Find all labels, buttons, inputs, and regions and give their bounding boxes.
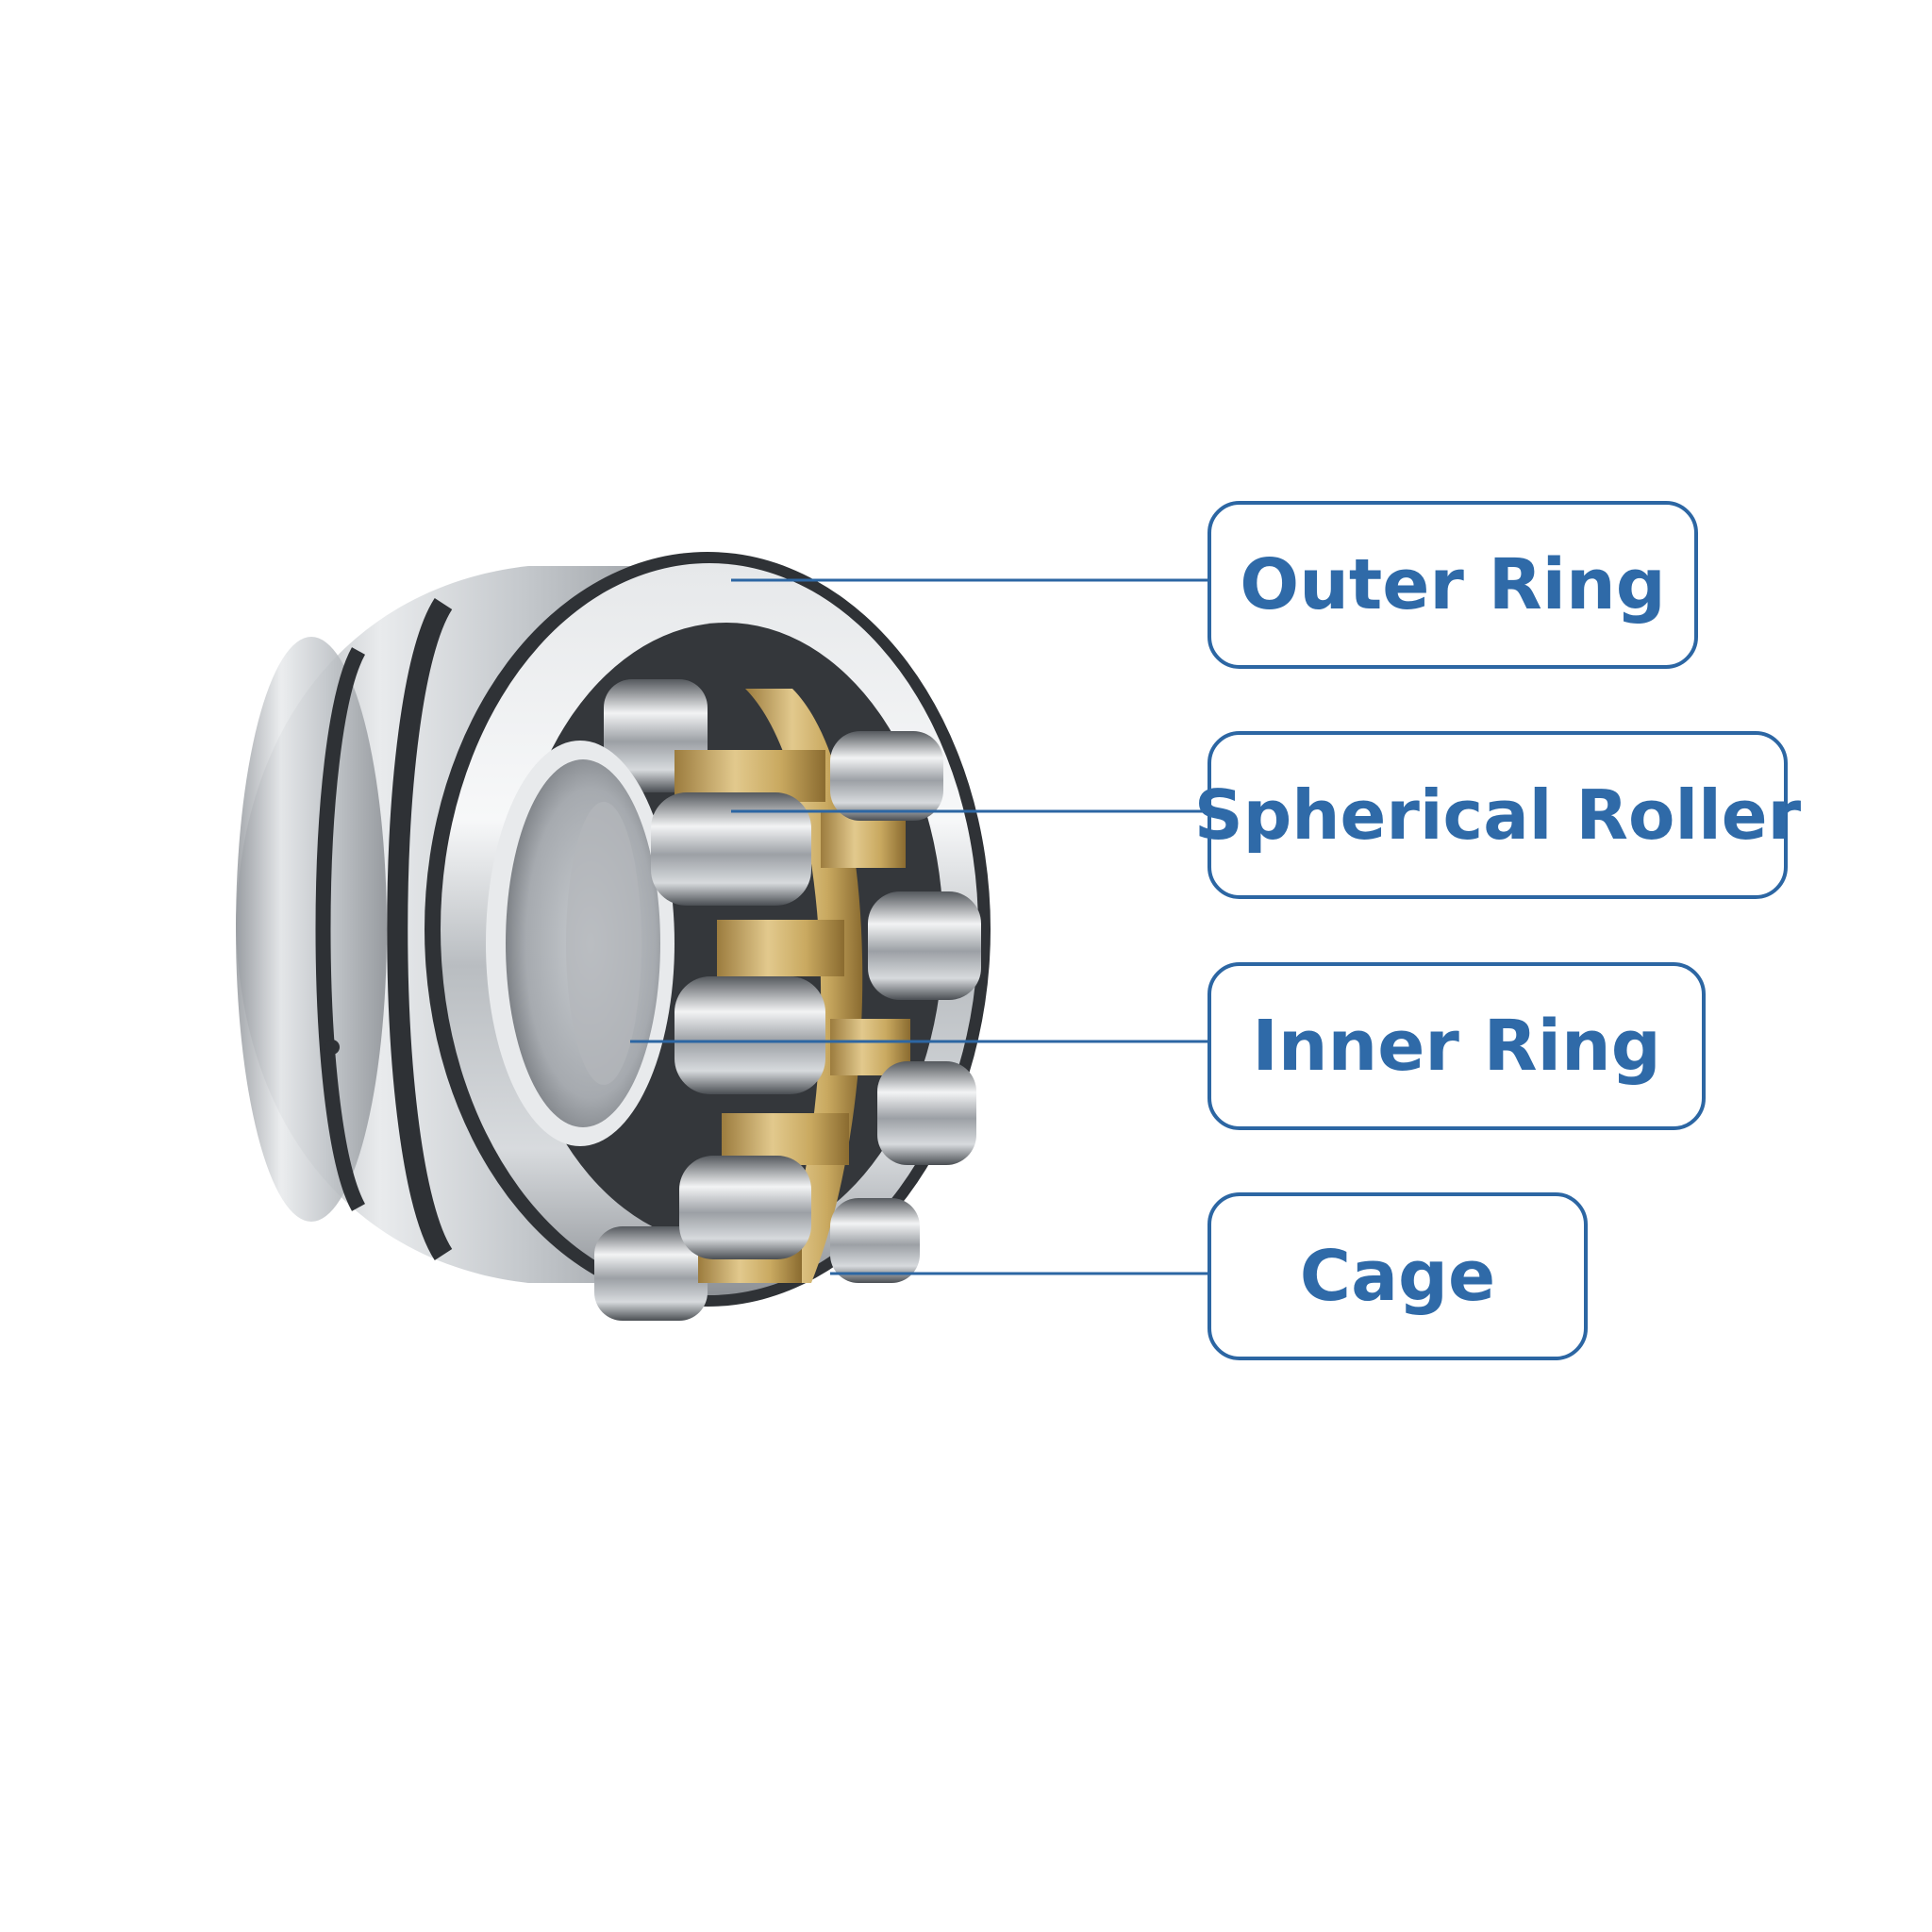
spherical-roller-label: Spherical Roller	[1194, 731, 1801, 899]
cage-label-text: Cage	[1299, 1236, 1496, 1317]
spherical-rollers	[651, 731, 981, 1283]
outer-ring-label-text: Outer Ring	[1240, 544, 1666, 625]
leader-lines	[630, 578, 1208, 1275]
spherical-roller-label-text: Spherical Roller	[1193, 775, 1802, 855]
inner-ring	[486, 741, 675, 1146]
inner-ring-label-text: Inner Ring	[1252, 1006, 1661, 1087]
inner-ring-label: Inner Ring	[1208, 962, 1706, 1130]
outer-ring-label: Outer Ring	[1208, 501, 1698, 669]
cage-label: Cage	[1208, 1192, 1588, 1360]
